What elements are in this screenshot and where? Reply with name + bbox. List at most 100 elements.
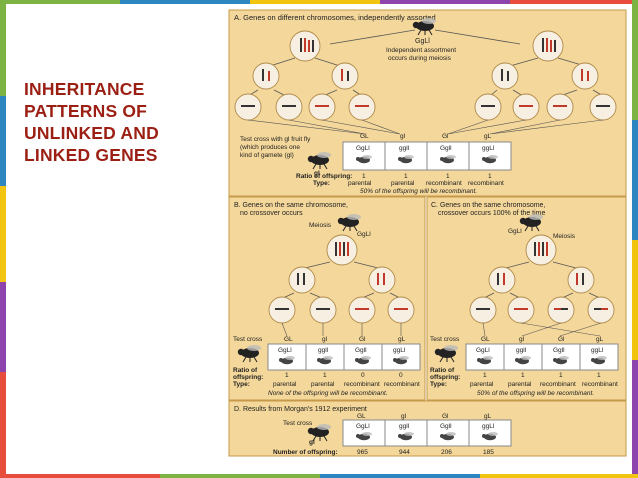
ratio-value: 1 — [362, 173, 366, 180]
gamete-label: gl — [519, 336, 525, 343]
type-label: Type: — [313, 180, 330, 187]
offspring-genotype: Ggll — [440, 145, 452, 152]
stripe-left-mid — [0, 96, 6, 186]
title-line: LINKED GENES — [24, 145, 158, 165]
type-value: recombinant — [426, 180, 462, 187]
meiosis-cell — [331, 62, 359, 90]
gamete-label: Gl — [442, 413, 449, 420]
testcross-label: Test cross — [233, 336, 263, 343]
offspring-genotype: ggll — [399, 423, 410, 430]
testcross-text: Test cross with gl fruit fly — [240, 136, 311, 143]
offspring-genotype: GgLl — [476, 347, 490, 354]
meiosis-cell — [288, 266, 316, 294]
panel-b: B. Genes on the same chromosome, no cros… — [228, 196, 426, 401]
meiosis-cell — [571, 62, 599, 90]
offspring-genotype: GgLl — [356, 423, 370, 430]
offspring-genotype: ggll — [516, 347, 527, 354]
panel-b-note: None of the offspring will be recombinan… — [268, 390, 388, 397]
stripe-right-bottom — [632, 360, 638, 478]
stripe-left-mid2 — [0, 186, 6, 282]
type-value: parental — [470, 381, 494, 388]
count-value: 965 — [357, 449, 368, 456]
count-label: Number of offspring: — [273, 449, 338, 456]
ratio-label: Ratio of — [430, 367, 455, 374]
ratio-value: 1 — [323, 372, 327, 379]
stripe-right-top — [632, 0, 638, 120]
parent-genotype: GgLl — [357, 231, 371, 238]
testcross-label: Test cross — [283, 420, 313, 427]
gamete-label: gL — [484, 413, 492, 420]
fly-label: gl — [309, 439, 315, 446]
ratio-value: 1 — [285, 372, 289, 379]
stripe-bottom-c — [320, 474, 480, 478]
stripe-left-bottom — [0, 372, 6, 478]
gamete-label: gL — [596, 336, 604, 343]
offspring-genotype: GgLl — [278, 347, 292, 354]
offspring-genotype: ggll — [318, 347, 329, 354]
type-value: parental — [273, 381, 297, 388]
offspring-box — [267, 343, 307, 371]
offspring-box — [468, 419, 512, 447]
meiosis-label: Meiosis — [309, 222, 332, 229]
testcross-text: kind of gamete (gl) — [240, 152, 294, 159]
gamete-label: gl — [400, 133, 406, 140]
parent-genotype: GgLl — [415, 38, 430, 45]
gamete-label: gL — [484, 133, 492, 140]
parent-cell — [326, 234, 358, 266]
ratio-value: 0 — [361, 372, 365, 379]
type-value: parental — [391, 180, 415, 187]
count-value: 944 — [399, 449, 410, 456]
stripe-bottom-d — [480, 474, 638, 478]
type-value: recombinant — [344, 381, 380, 388]
gamete-label: GL — [284, 336, 293, 343]
gamete-label: Gl — [558, 336, 565, 343]
title-line: INHERITANCE — [24, 79, 145, 99]
offspring-genotype: Ggll — [355, 347, 367, 354]
panel-c-note: 50% of the offspring will be recombinant… — [477, 390, 594, 397]
gamete-label: GL — [481, 336, 490, 343]
type-value: recombinant — [540, 381, 576, 388]
ratio-value: 0 — [399, 372, 403, 379]
testcross-text: (which produces one — [240, 144, 300, 151]
panel-c-heading: C. Genes on the same chromosome, — [431, 202, 545, 209]
panel-b-heading: no crossover occurs — [240, 210, 303, 217]
offspring-genotype: ggLl — [591, 347, 604, 354]
testcross-label: Test cross — [430, 336, 460, 343]
gamete-label: GL — [357, 413, 366, 420]
stripe-top-c — [250, 0, 380, 4]
parent-genotype: GgLl — [508, 228, 522, 235]
panel-c: C. Genes on the same chromosome, crossov… — [426, 196, 627, 401]
ratio-label: offspring: — [233, 374, 263, 381]
ratio-value: 1 — [521, 372, 525, 379]
type-value: parental — [348, 180, 372, 187]
offspring-box — [342, 141, 386, 171]
offspring-box — [384, 141, 428, 171]
stripe-top-a — [0, 0, 120, 4]
ratio-label: Ratio of offspring: — [296, 173, 352, 180]
meiosis-cell — [252, 62, 280, 90]
ratio-label: offspring: — [430, 374, 460, 381]
type-label: Type: — [430, 381, 447, 388]
stripe-bottom-b — [160, 474, 320, 478]
offspring-box — [579, 343, 619, 371]
title-line: PATTERNS OF — [24, 101, 148, 121]
title-line: UNLINKED AND — [24, 123, 159, 143]
ratio-value: 1 — [483, 372, 487, 379]
ratio-label: Ratio of — [233, 367, 258, 374]
fly-label: gl — [314, 170, 320, 177]
offspring-genotype: ggLl — [393, 347, 406, 354]
offspring-box — [384, 419, 428, 447]
offspring-genotype: Ggll — [440, 423, 452, 430]
offspring-genotype: ggLl — [482, 423, 495, 430]
count-value: 185 — [483, 449, 494, 456]
stripe-right-mid — [632, 120, 638, 240]
panel-c-heading: crossover occurs 100% of the time — [438, 210, 545, 217]
gamete-label: gl — [401, 413, 407, 420]
type-value: recombinant — [384, 381, 420, 388]
chromosome-pair — [300, 38, 314, 52]
panel-a-heading: A. Genes on different chromosomes, indep… — [234, 13, 436, 22]
offspring-genotype: Ggll — [553, 347, 565, 354]
meiosis-cell — [567, 266, 595, 294]
stripe-left-low — [0, 282, 6, 372]
